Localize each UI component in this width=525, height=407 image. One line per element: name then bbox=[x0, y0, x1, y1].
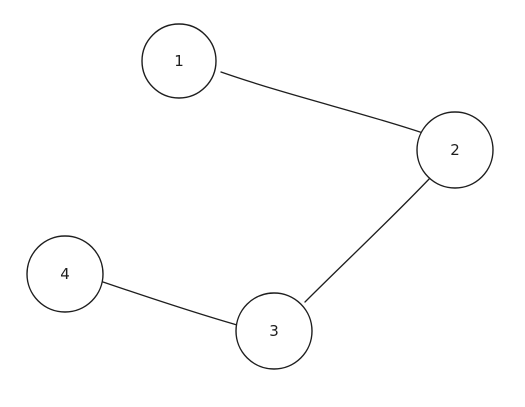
node-3[interactable]: 3 bbox=[235, 292, 313, 370]
node-3-label: 3 bbox=[269, 322, 279, 340]
node-4-circle bbox=[26, 235, 104, 313]
node-2-circle bbox=[416, 111, 494, 189]
node-4-label: 4 bbox=[60, 265, 70, 283]
node-1-circle bbox=[141, 23, 217, 99]
node-2-label: 2 bbox=[450, 141, 460, 159]
edge-1-2 bbox=[220, 71, 424, 134]
edges bbox=[102, 71, 432, 326]
node-1[interactable]: 1 bbox=[141, 23, 217, 99]
edge-2-3 bbox=[304, 176, 432, 303]
nodes: 1 2 3 4 bbox=[26, 23, 494, 370]
edge-4-3 bbox=[102, 281, 238, 326]
node-3-circle bbox=[235, 292, 313, 370]
node-2[interactable]: 2 bbox=[416, 111, 494, 189]
node-4[interactable]: 4 bbox=[26, 235, 104, 313]
node-1-label: 1 bbox=[174, 52, 184, 70]
